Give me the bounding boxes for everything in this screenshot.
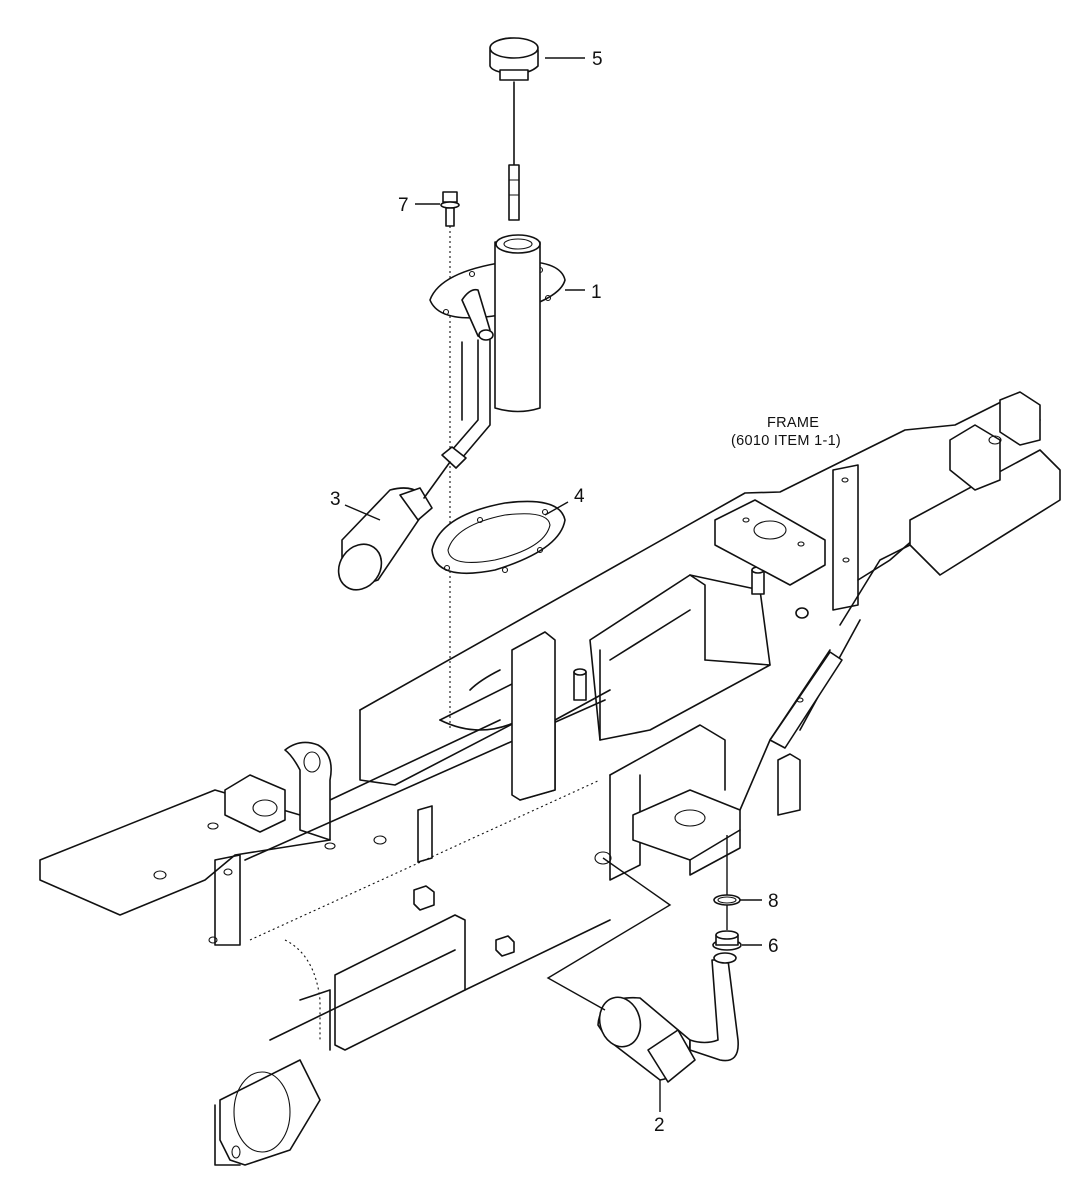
callout-6: 6 [768, 936, 779, 957]
filler-tube-1 [429, 234, 566, 469]
dipstick-cap [489, 37, 539, 221]
frame-label: FRAME [767, 415, 819, 431]
frame-assembly [39, 391, 1061, 1166]
frame-reference: (6010 ITEM 1-1) [731, 433, 841, 449]
suction-filter-2 [546, 857, 739, 1083]
strainer-3 [337, 461, 451, 591]
callout-2: 2 [654, 1115, 665, 1136]
callout-1: 1 [591, 282, 602, 303]
callout-7: 7 [398, 195, 409, 216]
drain-plug-6 [712, 930, 742, 951]
callout-5: 5 [592, 49, 603, 70]
callout-4: 4 [574, 486, 585, 507]
o-ring-8 [713, 894, 741, 906]
gasket-4 [431, 500, 566, 575]
bolt-7 [440, 191, 460, 730]
callout-8: 8 [768, 891, 779, 912]
callout-3: 3 [330, 489, 341, 510]
